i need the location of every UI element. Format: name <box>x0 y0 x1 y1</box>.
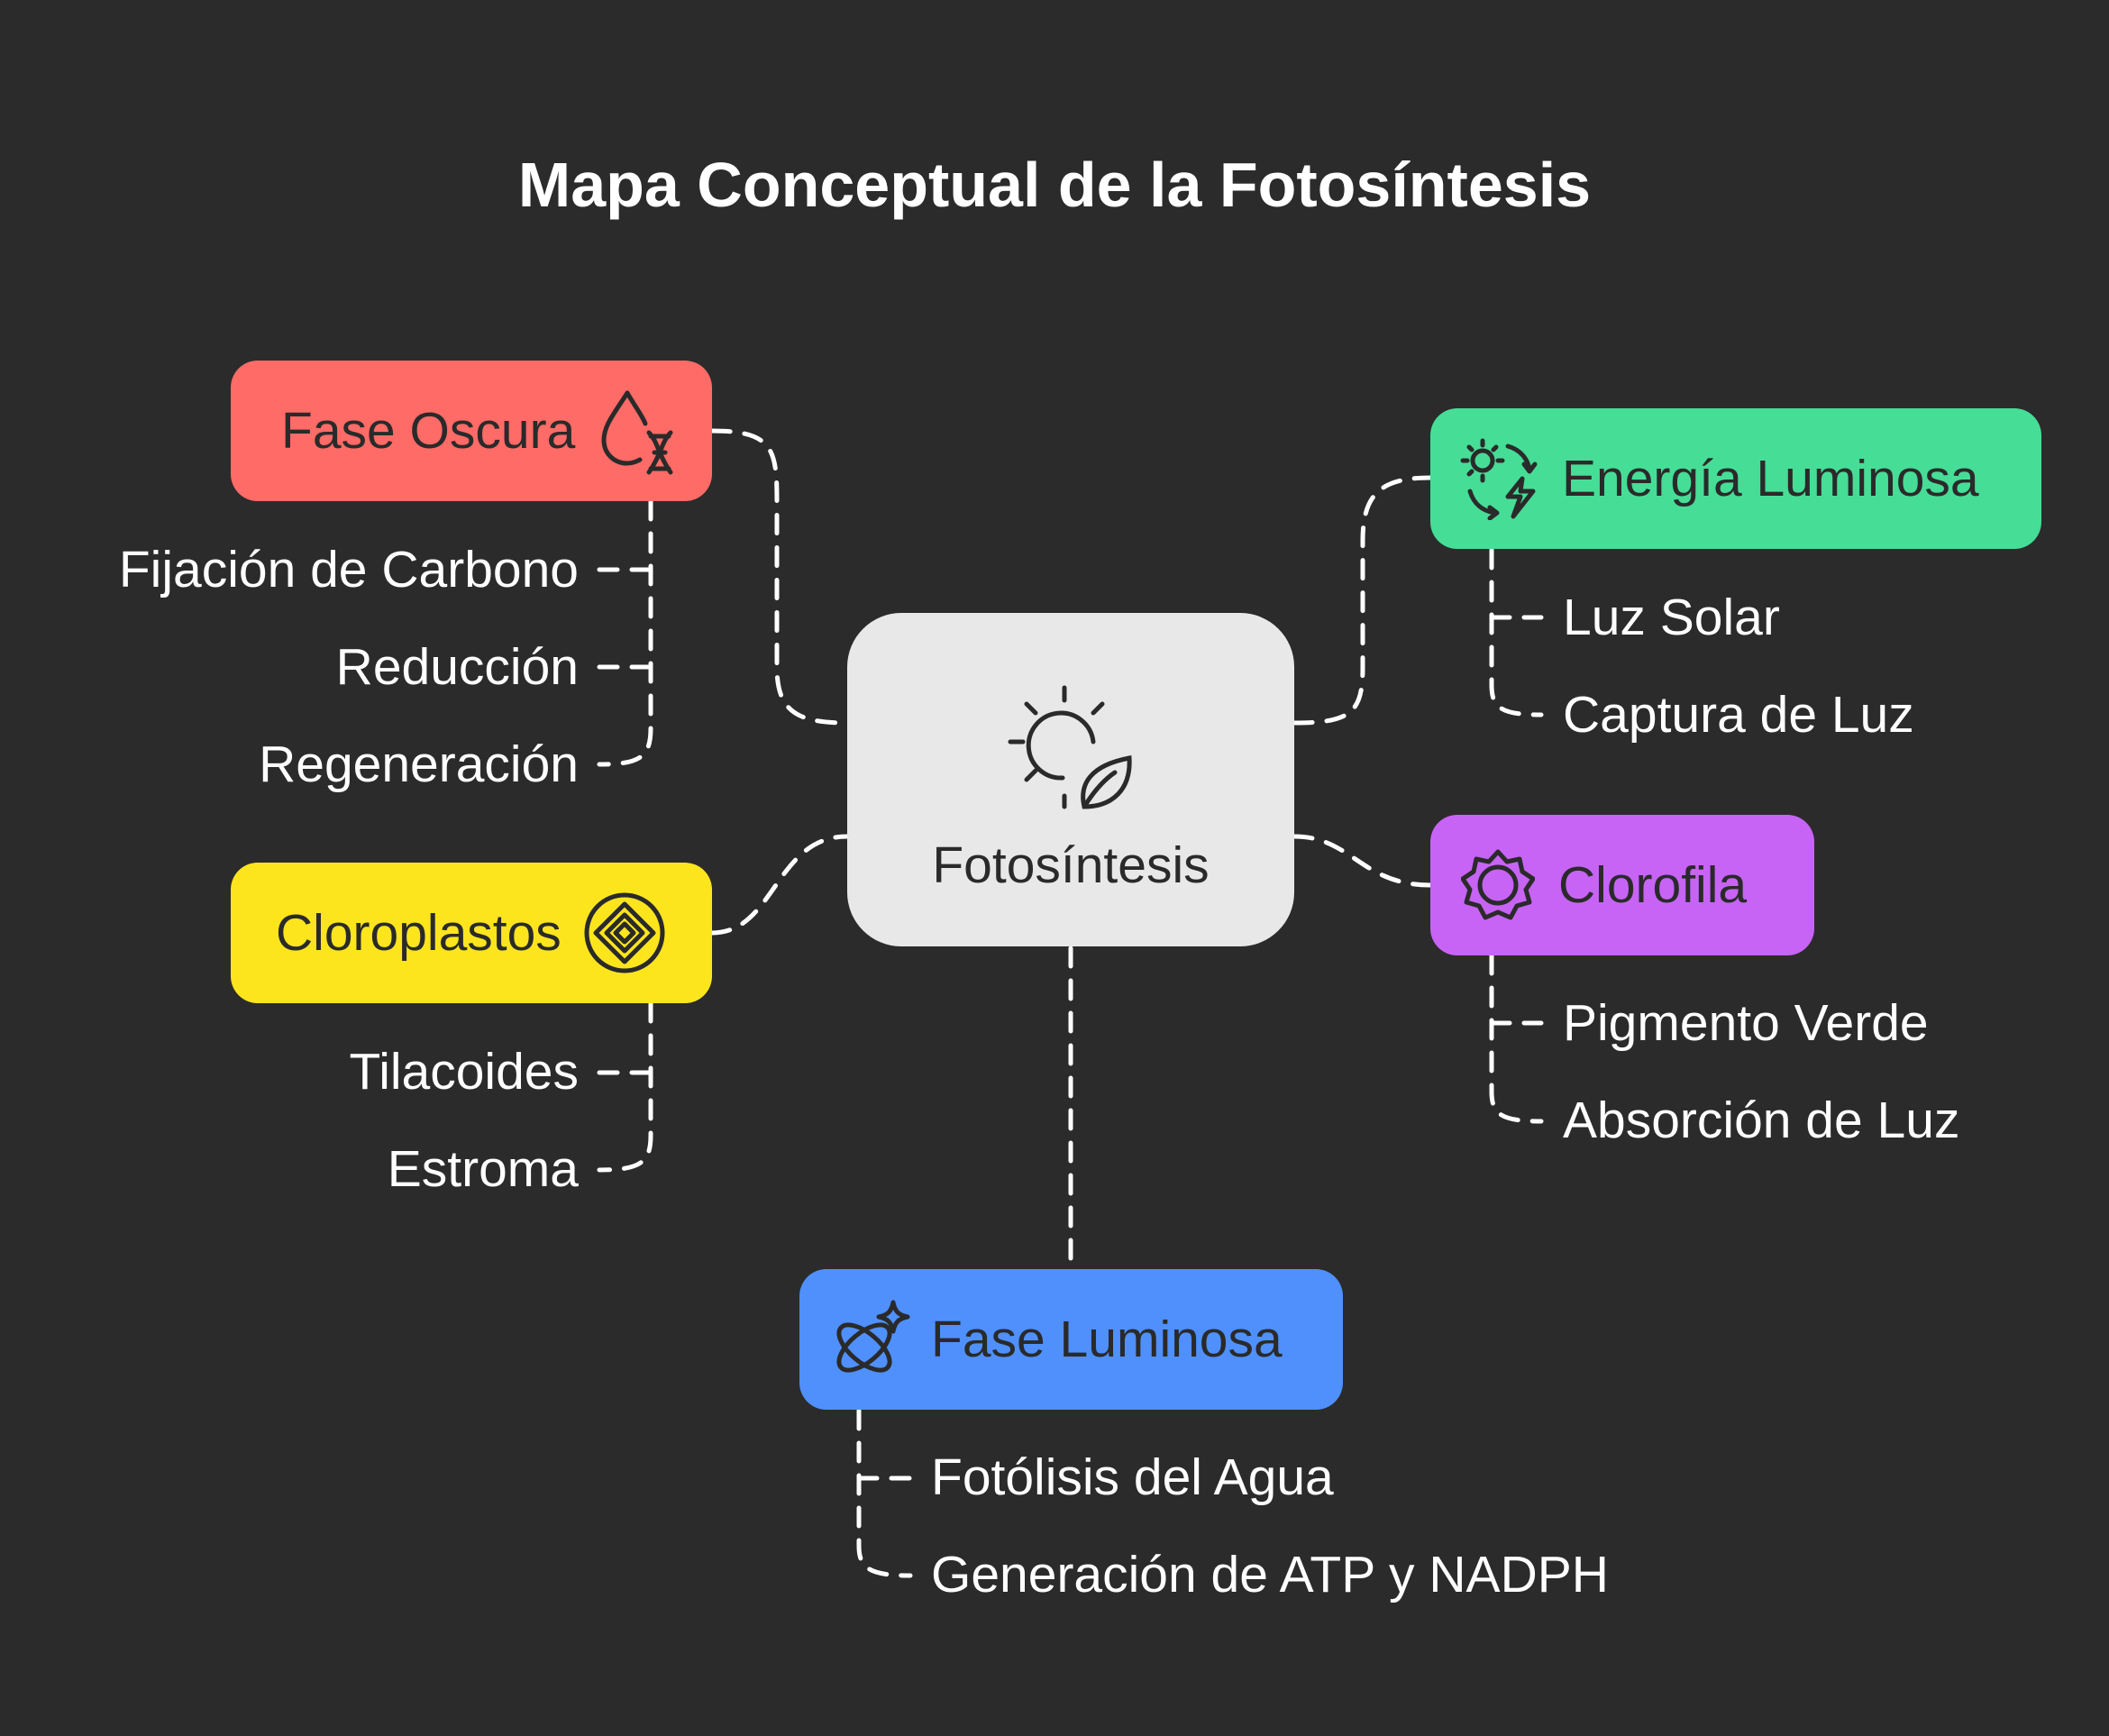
connector-fase-oscura-items <box>597 498 653 767</box>
leaf-captura-de-luz: Captura de Luz <box>1563 686 1914 744</box>
node-fase-oscura[interactable]: Fase Oscura <box>231 361 712 501</box>
leaf-pigmento-verde: Pigmento Verde <box>1563 994 1929 1052</box>
center-label: Fotosíntesis <box>932 836 1210 894</box>
node-energia-luminosa[interactable]: Energía Luminosa <box>1430 408 2041 549</box>
node-energia-luminosa-label: Energía Luminosa <box>1562 450 1979 507</box>
sun-leaf-icon <box>1003 682 1138 818</box>
connector-cloroplastos-items <box>597 1000 653 1173</box>
drop-dna-icon <box>597 386 678 476</box>
node-clorofila-label: Clorofila <box>1558 856 1748 914</box>
leaf-fotolisis-del-agua: Fotólisis del Agua <box>931 1448 1334 1506</box>
layered-diamond-icon <box>581 890 668 976</box>
node-clorofila[interactable]: Clorofila <box>1430 815 1814 955</box>
node-fase-luminosa-label: Fase Luminosa <box>931 1311 1283 1368</box>
leaf-generacion-atp-nadph: Generación de ATP y NADPH <box>931 1546 1609 1604</box>
connector-cloroplastos <box>709 834 850 936</box>
page-title: Mapa Conceptual de la Fotosíntesis <box>517 150 1592 220</box>
sun-cycle-bolt-icon <box>1459 437 1542 520</box>
leaf-estroma: Estroma <box>387 1140 579 1198</box>
connector-fase-luminosa-items <box>856 1408 913 1578</box>
connector-clorofila-items <box>1489 953 1544 1124</box>
leaf-absorcion-de-luz: Absorción de Luz <box>1563 1092 1960 1149</box>
node-cloroplastos-label: Cloroplastos <box>276 904 561 962</box>
connector-fase-oscura <box>709 428 850 726</box>
leaf-tilacoides: Tilacoides <box>349 1043 580 1101</box>
leaf-luz-solar: Luz Solar <box>1563 589 1780 646</box>
node-fase-oscura-label: Fase Oscura <box>281 402 576 460</box>
leaf-reduccion: Reducción <box>335 638 579 696</box>
orbit-sparkle-icon <box>828 1297 913 1382</box>
center-node[interactable]: Fotosíntesis <box>847 613 1294 946</box>
connector-energia-luminosa <box>1292 475 1433 726</box>
leaf-fijacion-de-carbono: Fijación de Carbono <box>118 541 579 598</box>
connector-clorofila <box>1292 834 1433 888</box>
node-fase-luminosa[interactable]: Fase Luminosa <box>799 1269 1343 1410</box>
node-cloroplastos[interactable]: Cloroplastos <box>231 863 712 1003</box>
connector-energia-items <box>1489 547 1544 717</box>
leaf-regeneracion: Regeneración <box>259 736 579 793</box>
starburst-badge-icon <box>1461 848 1535 922</box>
